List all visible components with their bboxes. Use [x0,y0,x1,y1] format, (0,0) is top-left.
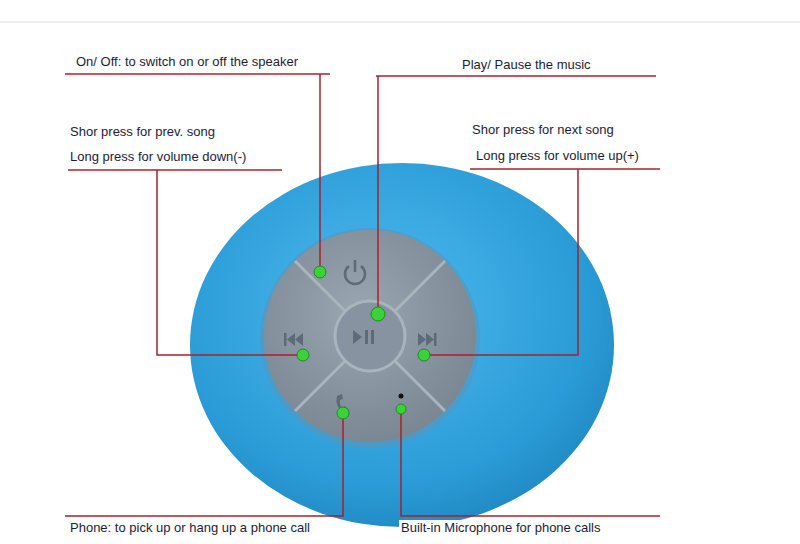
leader-lines [65,74,660,516]
callout-label: Shor press for prev. song [68,124,217,140]
center-button [335,301,405,371]
callout-label: On/ Off: to switch on or off the speaker [74,54,300,70]
callout-label: Built-in Microphone for phone calls [399,520,602,536]
top-rule [0,21,800,23]
play-pause-icon [353,330,374,344]
control-disc [264,230,476,442]
disc-rim [260,228,480,448]
segment-dividers [295,261,445,411]
next-icon [418,333,437,346]
callout-label: Shor press for next song [470,122,616,138]
speaker-body [190,163,614,527]
callout-dots [297,266,430,419]
callout-label: Play/ Pause the music [460,57,593,73]
prev-icon [284,333,303,346]
mic-hole [399,394,404,399]
callout-label: Long press for volume down(-) [68,149,248,165]
power-icon [345,260,365,284]
callout-label: Phone: to pick up or hang up a phone cal… [68,520,312,536]
callout-label: Long press for volume up(+) [474,148,641,164]
